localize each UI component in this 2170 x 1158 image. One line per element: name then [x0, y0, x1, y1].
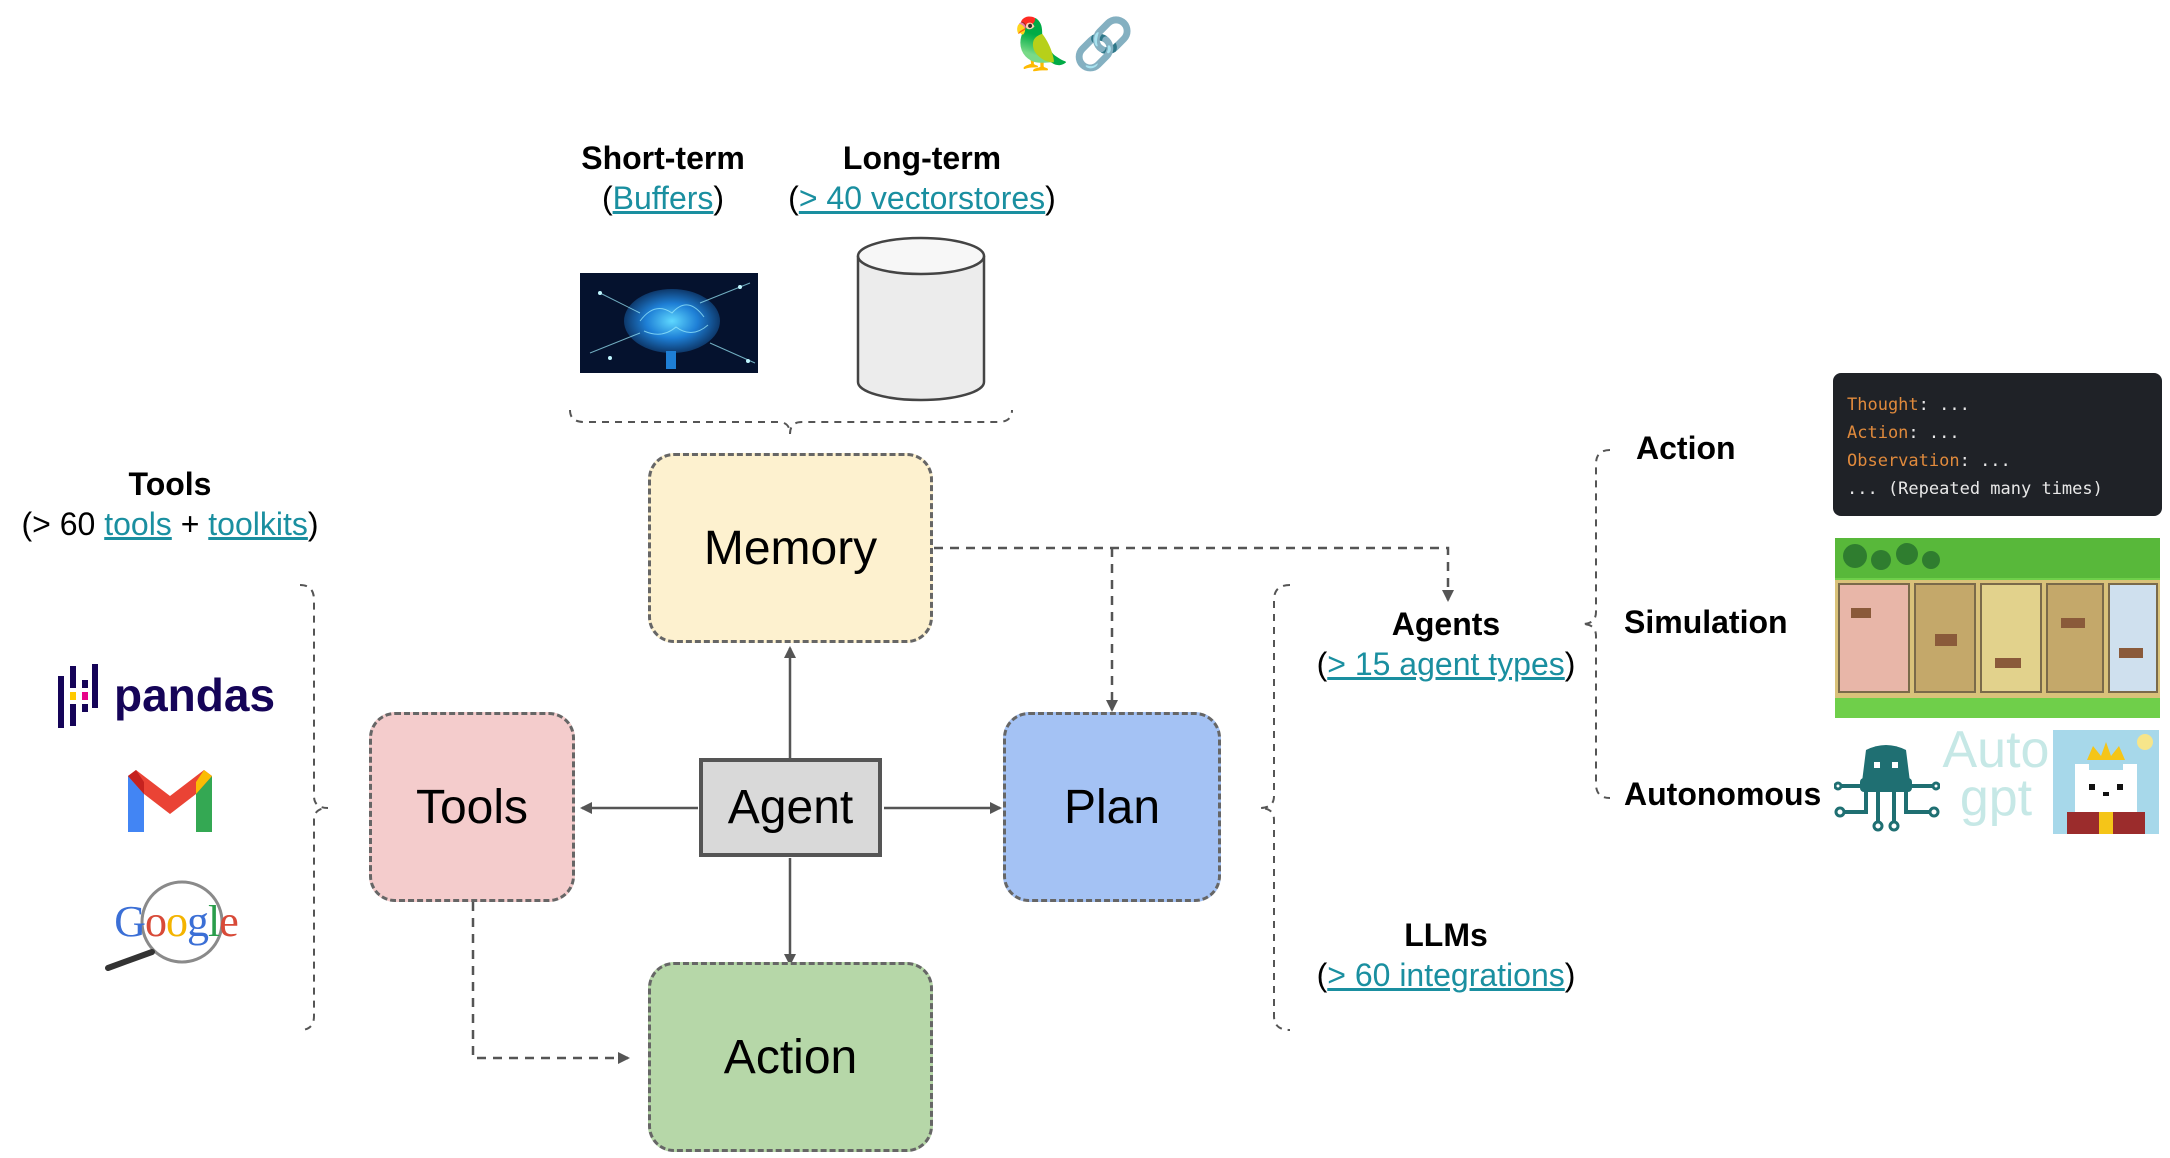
llms-title: LLMs — [1404, 917, 1488, 953]
memory-brace — [569, 409, 1013, 435]
paren-close: ) — [1045, 180, 1056, 216]
tools-count-text: (> 60 — [21, 506, 105, 542]
llm-brace — [1259, 584, 1291, 1031]
agent-types-brace — [1581, 449, 1611, 799]
autogpt-logo: Auto gpt — [1942, 721, 2050, 836]
memory-node: Memory — [648, 453, 933, 643]
short-term-label: Short-term (Buffers) — [581, 138, 745, 218]
code-text: : ... — [1959, 451, 2011, 471]
vectorstores-link[interactable]: > 40 vectorstores — [798, 180, 1046, 216]
pixel-cat-king-icon — [2053, 730, 2159, 834]
tools-side-label: Tools (> 60 tools + toolkits) — [21, 464, 318, 544]
integrations-link[interactable]: > 60 integrations — [1327, 957, 1565, 993]
react-prompt-code: Thought: ... Action: ... Observation: ..… — [1833, 373, 2162, 516]
code-keyword: Thought — [1847, 395, 1919, 415]
action-node: Action — [648, 962, 933, 1152]
magnifier-icon — [105, 880, 224, 971]
tools-node: Tools — [369, 712, 575, 902]
paren-open: ( — [601, 180, 613, 216]
pandas-wordmark: pandas — [114, 669, 276, 721]
pixel-town-icon — [1835, 538, 2160, 718]
autogpt-line2: gpt — [1959, 769, 2033, 827]
paren-close: ) — [1564, 957, 1576, 993]
agent-types-link[interactable]: > 15 agent types — [1327, 646, 1565, 682]
paren-open: ( — [788, 180, 799, 216]
paren-close: ) — [1564, 646, 1576, 682]
llms-label: LLMs (> 60 integrations) — [1317, 915, 1576, 995]
agent-node: Agent — [699, 758, 882, 857]
autogpt-line1: Auto — [1942, 721, 2050, 779]
gmail-icon — [128, 770, 212, 832]
memory-to-agents-arrow — [934, 546, 1454, 602]
agent-type-action: Action — [1636, 430, 1736, 466]
chain-link-icon: 🔗 — [1072, 16, 1135, 72]
code-keyword: Action — [1847, 423, 1909, 443]
tools-to-action-arrow — [471, 902, 630, 1064]
toolkits-link[interactable]: toolkits — [208, 506, 308, 542]
buffers-link[interactable]: Buffers — [612, 180, 714, 216]
parrot-icon: 🦜 — [1010, 16, 1073, 72]
agent-type-autonomous: Autonomous — [1624, 776, 1822, 812]
tools-link[interactable]: tools — [104, 506, 172, 542]
paren-open: ( — [1316, 646, 1328, 682]
langchain-logo: 🦜🔗 — [1010, 14, 1135, 74]
tools-side-title: Tools — [128, 466, 212, 502]
plan-node: Plan — [1003, 712, 1221, 902]
short-term-title: Short-term — [581, 140, 745, 176]
database-cylinder-icon — [856, 236, 986, 402]
paren-close: ) — [713, 180, 725, 216]
pandas-icon — [58, 664, 98, 728]
octopus-circuit-icon — [1834, 745, 1940, 832]
tools-brace — [299, 584, 329, 1031]
paren-open: ( — [1316, 957, 1328, 993]
agents-title: Agents — [1391, 606, 1501, 642]
pandas-logo: pandas — [56, 660, 275, 730]
brain-network-icon — [580, 273, 758, 373]
long-term-label: Long-term (> 40 vectorstores) — [788, 138, 1056, 218]
google-wordmark: Google — [114, 897, 239, 946]
google-search-logo: Google — [96, 876, 256, 976]
code-text: : ... — [1908, 423, 1960, 443]
code-text: : ... — [1918, 395, 1970, 415]
plus-text: + — [171, 506, 209, 542]
agent-type-simulation: Simulation — [1624, 604, 1788, 640]
code-text: ... (Repeated many times) — [1847, 479, 2103, 499]
code-keyword: Observation — [1847, 451, 1960, 471]
long-term-title: Long-term — [842, 140, 1002, 176]
paren-close: ) — [307, 506, 319, 542]
agents-label: Agents (> 15 agent types) — [1317, 604, 1576, 684]
